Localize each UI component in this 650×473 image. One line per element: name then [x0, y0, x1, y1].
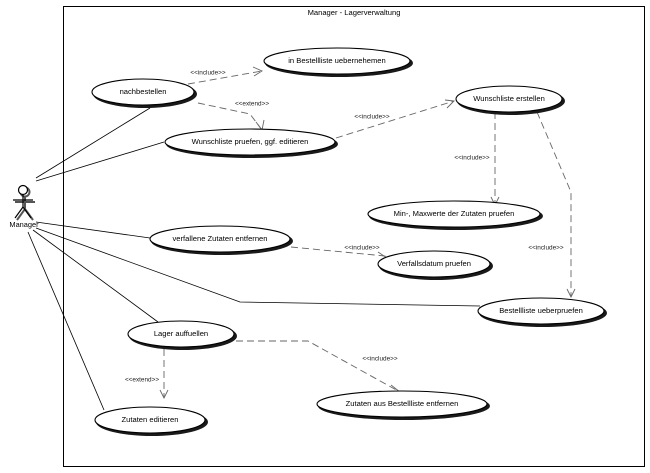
- associations: [27, 107, 481, 411]
- use-case-zutaten-editieren[interactable]: Zutaten editieren: [94, 406, 208, 436]
- association-nachbestellen: [35, 107, 151, 179]
- use-case-in-bestellliste-uebernehmen[interactable]: in Bestellliste uebernehemen: [263, 47, 413, 77]
- use-case-label: Verfallsdatum pruefen: [397, 259, 471, 268]
- system-title: Manager - Lagerverwaltung: [308, 8, 401, 17]
- use-case-wunschliste-erstellen[interactable]: Wunschliste erstellen: [455, 85, 565, 115]
- association-wunschliste-pruefen: [35, 141, 165, 182]
- dep-include-bestellliste: [536, 111, 572, 297]
- association-zutaten-editieren: [27, 231, 105, 411]
- association-verfallene-entfernen: [35, 221, 151, 239]
- arrow-head: [159, 389, 169, 400]
- use-case-lager-auffuellen[interactable]: Lager auffuellen: [127, 320, 237, 350]
- stereotype-include: <<include>>: [190, 70, 225, 77]
- use-case-label: verfallene Zutaten entfernen: [173, 234, 268, 243]
- stereotype-include: <<include>>: [454, 155, 489, 162]
- actor-figure: [13, 184, 33, 219]
- arrow-head: [444, 99, 455, 109]
- actor-manager[interactable]: Manager: [9, 184, 39, 230]
- dep-include-nachbestellen: [187, 70, 263, 85]
- arrow-head: [566, 288, 576, 299]
- use-case-label: Bestellliste ueberpruefen: [499, 306, 583, 315]
- use-case-nachbestellen[interactable]: nachbestellen: [91, 78, 197, 108]
- stereotype-include: <<include>>: [528, 245, 563, 252]
- use-case-label: nachbestellen: [120, 87, 167, 96]
- dep-include-zutaten-aus-bestellliste: [236, 340, 401, 393]
- association-bestellliste-pruefen: [35, 227, 481, 307]
- use-case-bestellliste-ueberpruefen[interactable]: Bestellliste ueberpruefen: [477, 297, 607, 327]
- association-lager-auffuellen: [32, 229, 159, 323]
- stereotype-extend: <<extend>>: [125, 377, 159, 384]
- stereotype-extend: <<extend>>: [235, 101, 269, 108]
- use-case-wunschliste-pruefen[interactable]: Wunschliste pruefen, ggf. editieren: [164, 128, 338, 158]
- use-case-verfallsdatum-pruefen[interactable]: Verfallsdatum pruefen: [377, 250, 493, 280]
- use-case-min-max-pruefen[interactable]: Min-, Maxwerte der Zutaten pruefen: [367, 200, 543, 230]
- dep-include-wunschliste-erstellen: [335, 100, 455, 139]
- stereotype-include: <<include>>: [354, 114, 389, 121]
- actor-name: Manager: [9, 220, 39, 229]
- use-case-label: Zutaten editieren: [122, 415, 179, 424]
- use-case-label: Lager auffuellen: [154, 329, 208, 338]
- use-case-label: Min-, Maxwerte der Zutaten pruefen: [394, 209, 515, 218]
- use-case-zutaten-aus-bestellliste-entfernen[interactable]: Zutaten aus Bestellliste entfernen: [316, 390, 490, 420]
- arrow-head: [252, 66, 263, 77]
- stereotype-include: <<include>>: [344, 245, 379, 252]
- use-case-label: in Bestellliste uebernehemen: [288, 56, 386, 65]
- use-case-label: Wunschliste erstellen: [473, 94, 545, 103]
- stereotype-include: <<include>>: [362, 356, 397, 363]
- use-case-label: Zutaten aus Bestellliste entfernen: [346, 399, 459, 408]
- dep-include-verfallsdatum: [290, 246, 388, 261]
- use-case-verfallene-zutaten-entfernen[interactable]: verfallene Zutaten entfernen: [149, 225, 293, 255]
- use-case-label: Wunschliste pruefen, ggf. editieren: [192, 137, 309, 146]
